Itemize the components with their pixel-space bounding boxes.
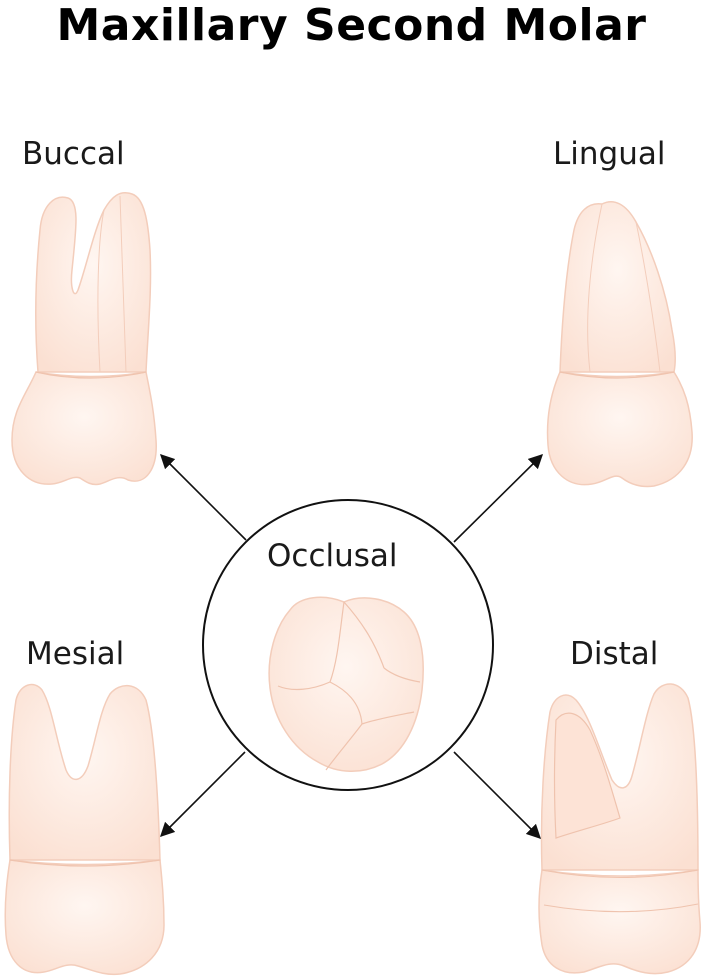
arrow-to-mesial	[159, 751, 246, 838]
lingual-cej-line	[559, 371, 675, 379]
arrow-to-distal	[453, 751, 542, 840]
mesial-crown	[4, 859, 165, 976]
lingual-roots	[559, 201, 677, 373]
occlusal-tooth	[268, 596, 424, 772]
lingual-root-detail	[587, 203, 661, 373]
distal-overlap-root	[553, 712, 621, 839]
buccal-cej-line	[35, 371, 147, 379]
buccal-roots	[35, 192, 152, 373]
distal-cej-line	[541, 869, 699, 913]
lingual-tooth	[546, 201, 693, 488]
diagram-title: Maxillary Second Molar	[56, 0, 647, 51]
buccal-label: Buccal	[22, 136, 125, 172]
distal-label: Distal	[570, 636, 659, 672]
distal-tooth	[538, 683, 701, 975]
occlusal-fissures	[277, 601, 421, 771]
arrow-to-lingual	[453, 453, 544, 543]
occlusal-outline	[268, 596, 424, 772]
buccal-crown	[11, 371, 157, 486]
occlusal-label: Occlusal	[267, 538, 398, 574]
lingual-crown	[546, 371, 693, 488]
mesial-label: Mesial	[26, 636, 125, 672]
lingual-label: Lingual	[553, 136, 666, 172]
buccal-root-detail	[97, 195, 127, 373]
mesial-roots	[8, 683, 161, 861]
mesial-tooth	[4, 683, 165, 976]
buccal-tooth	[11, 192, 157, 486]
mesial-cej-line	[9, 859, 161, 867]
arrow-to-buccal	[159, 453, 247, 541]
distal-crown	[538, 869, 701, 975]
